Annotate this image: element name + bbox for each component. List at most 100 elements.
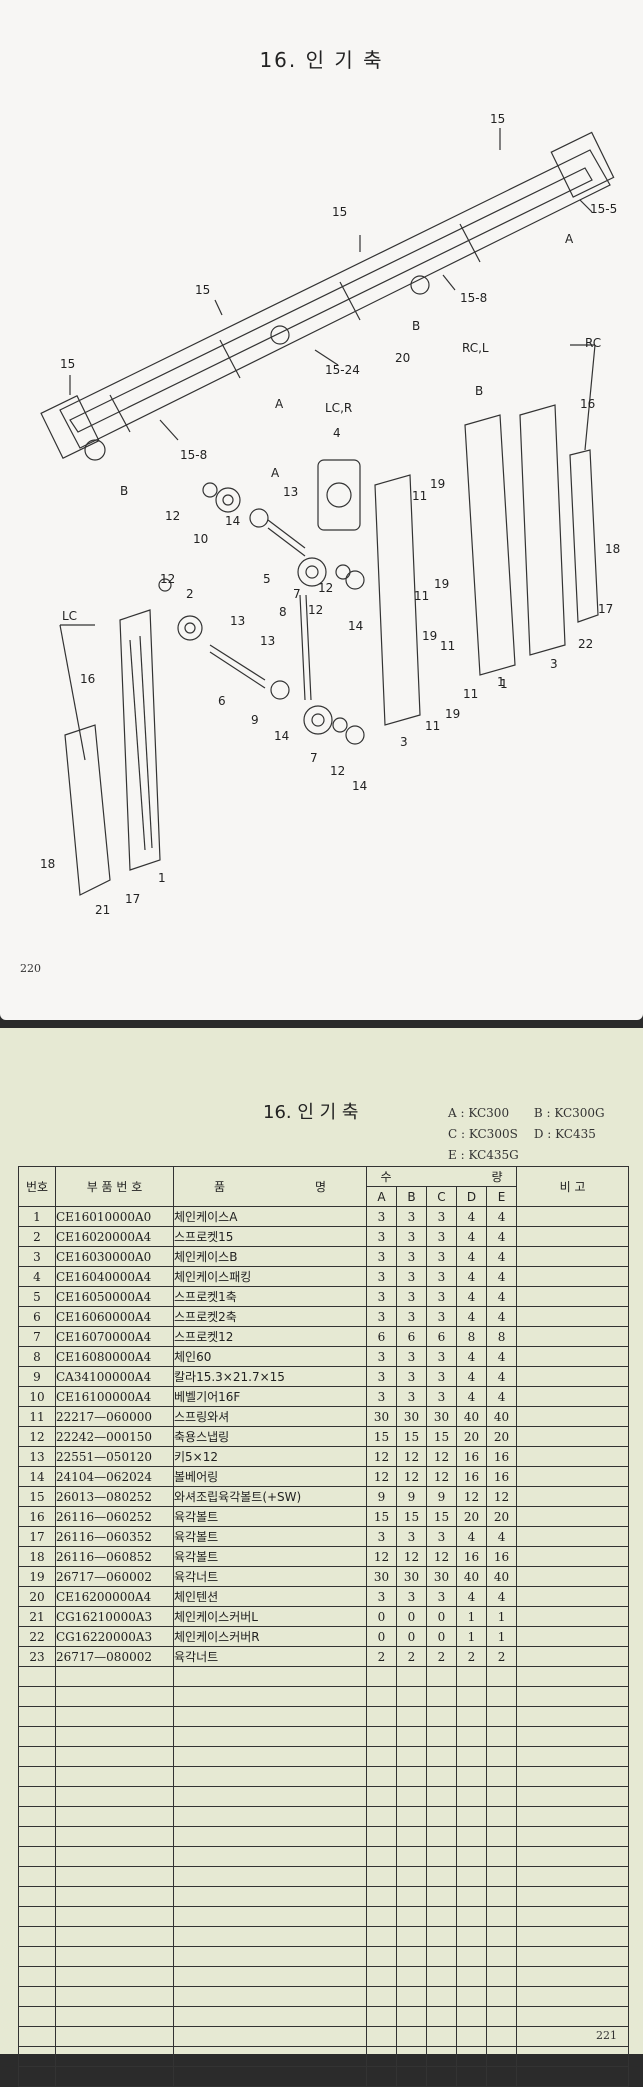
- callout-label: B: [475, 384, 483, 398]
- cell-name: 체인케이스패킹: [173, 1266, 367, 1287]
- callout-label: 14: [225, 514, 240, 528]
- cell-qty: 2: [456, 1646, 487, 1667]
- cell-qty: 40: [485, 1406, 518, 1427]
- callout-label: 12: [160, 572, 175, 586]
- callout-label: 12: [330, 764, 345, 778]
- cell-remarks: [516, 1426, 630, 1447]
- cell-part-number: CE16030000A0: [55, 1246, 174, 1267]
- cell-qty: 2: [366, 1646, 397, 1667]
- cell-qty: 12: [426, 1466, 457, 1487]
- cell-qty: 9: [366, 1486, 397, 1507]
- callout-label: 11: [414, 589, 429, 603]
- cell-qty: 9: [426, 1486, 457, 1507]
- cell-name: 체인케이스B: [173, 1246, 367, 1267]
- shaft-housing: [40, 131, 615, 461]
- cell-qty: 2: [485, 1646, 518, 1667]
- cell-qty: 16: [456, 1446, 487, 1467]
- cell-qty: 4: [456, 1526, 487, 1547]
- cell-qty: 3: [426, 1246, 457, 1267]
- cell-remarks: [516, 1566, 630, 1587]
- cell-qty: 3: [366, 1246, 397, 1267]
- cell-remarks: [516, 1226, 630, 1247]
- cell-qty: 4: [456, 1266, 487, 1287]
- cell-part-number: 26013—080252: [55, 1486, 174, 1507]
- cell-remarks: [516, 1546, 630, 1567]
- cell-qty: 4: [456, 1346, 487, 1367]
- cell-qty: 4: [456, 1246, 487, 1267]
- callout-label: 1: [500, 677, 508, 691]
- cell-no: 3: [18, 1246, 56, 1267]
- page-number: 220: [20, 962, 41, 975]
- cell-qty: 4: [456, 1226, 487, 1247]
- cell-qty: 1: [485, 1606, 518, 1627]
- cell-qty: 3: [426, 1286, 457, 1307]
- cell-qty: 15: [396, 1506, 427, 1527]
- cell-part-number: 26116—060352: [55, 1526, 174, 1547]
- cell-qty: 0: [426, 1626, 457, 1647]
- cell-name: 육각너트: [173, 1566, 367, 1587]
- cell-qty: 20: [485, 1426, 518, 1447]
- chain-case-left: [64, 609, 161, 896]
- cell-qty: 4: [456, 1366, 487, 1387]
- callout-label: LC,R: [325, 401, 352, 415]
- callout-label: 16: [80, 672, 95, 686]
- cell-qty: 3: [366, 1266, 397, 1287]
- cell-remarks: [516, 1646, 630, 1667]
- callout-label: 1: [158, 871, 166, 885]
- cell-no: 12: [18, 1426, 56, 1447]
- cell-qty: 16: [485, 1466, 518, 1487]
- cell-part-number: CE16080000A4: [55, 1346, 174, 1367]
- cell-qty: 12: [366, 1446, 397, 1467]
- cell-part-number: CE16010000A0: [55, 1206, 174, 1227]
- cell-no: 23: [18, 1646, 56, 1667]
- empty-row: [18, 1686, 630, 1707]
- cell-no: 6: [18, 1306, 56, 1327]
- cell-qty: 3: [426, 1366, 457, 1387]
- cell-part-number: 22551—050120: [55, 1446, 174, 1467]
- empty-row: [18, 1966, 630, 1987]
- cell-no: 2: [18, 1226, 56, 1247]
- cell-qty: 15: [426, 1506, 457, 1527]
- cell-qty: 8: [456, 1326, 487, 1347]
- gasket: [317, 459, 361, 531]
- callout-label: 15-8: [180, 448, 207, 462]
- cell-qty: 0: [396, 1606, 427, 1627]
- cell-qty: 4: [485, 1526, 518, 1547]
- cell-no: 8: [18, 1346, 56, 1367]
- cell-qty: 4: [485, 1346, 518, 1367]
- callout-label: 18: [40, 857, 55, 871]
- cell-qty: 16: [456, 1546, 487, 1567]
- cell-qty: 3: [426, 1206, 457, 1227]
- cell-qty: 6: [426, 1326, 457, 1347]
- callout-label: 15: [332, 205, 347, 219]
- callout-label: 16: [580, 397, 595, 411]
- cell-remarks: [516, 1506, 630, 1527]
- cell-name: 체인텐션: [173, 1586, 367, 1607]
- cell-qty: 20: [485, 1506, 518, 1527]
- cell-part-number: CE16070000A4: [55, 1326, 174, 1347]
- cell-qty: 3: [396, 1226, 427, 1247]
- cell-qty: 3: [396, 1246, 427, 1267]
- cell-qty: 12: [396, 1466, 427, 1487]
- callout-label: 3: [400, 735, 408, 749]
- cell-name: 베벨기어16F: [173, 1386, 367, 1407]
- cell-no: 5: [18, 1286, 56, 1307]
- callout-label: B: [412, 319, 420, 333]
- cell-no: 15: [18, 1486, 56, 1507]
- cell-remarks: [516, 1586, 630, 1607]
- cell-qty: 3: [426, 1346, 457, 1367]
- empty-row: [18, 1726, 630, 1747]
- header-remarks: 비 고: [516, 1166, 630, 1207]
- cell-qty: 4: [485, 1306, 518, 1327]
- callout-label: 8: [279, 605, 287, 619]
- cell-qty: 4: [485, 1206, 518, 1227]
